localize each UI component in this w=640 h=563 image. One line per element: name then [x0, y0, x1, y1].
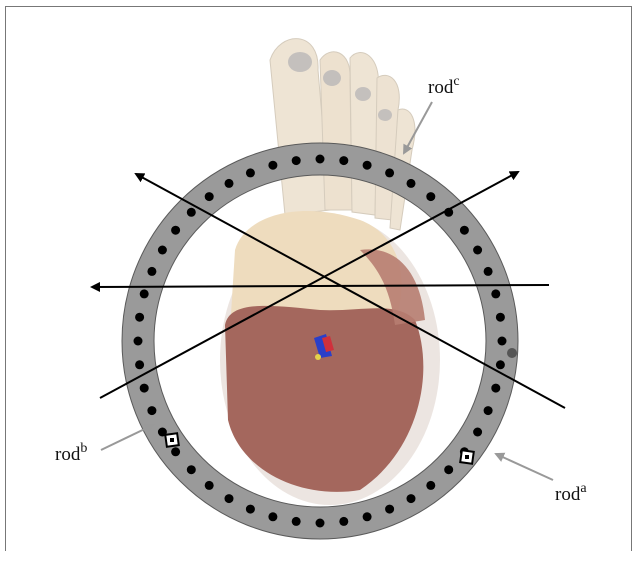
ring-dot: [268, 161, 277, 170]
ring-dot: [187, 465, 196, 474]
ring-dot: [205, 481, 214, 490]
ring-dot: [460, 226, 469, 235]
label-rod-a: roda: [555, 481, 587, 505]
ring-dot: [135, 313, 144, 322]
rod-b-marker: [165, 433, 179, 447]
ring-dot: [426, 192, 435, 201]
ring-dot: [171, 226, 180, 235]
ring-dot: [473, 428, 482, 437]
ring-dot: [363, 512, 372, 521]
ring-dot: [498, 337, 507, 346]
ring-dot: [171, 447, 180, 456]
ring-dot: [292, 517, 301, 526]
ring-dot: [158, 246, 167, 255]
ring-dot: [225, 179, 234, 188]
ring-dot: [491, 289, 500, 298]
ring-dot: [385, 505, 394, 514]
gray-rod-dot: [507, 348, 517, 358]
ring-dot: [496, 313, 505, 322]
ring-dot: [473, 246, 482, 255]
ring-dot: [496, 360, 505, 369]
ring-dot: [135, 360, 144, 369]
ring-dot: [292, 156, 301, 165]
ring-dot: [385, 168, 394, 177]
ring-dot: [339, 517, 348, 526]
ring-dot: [484, 267, 493, 276]
ring-dot: [484, 406, 493, 415]
ring-dot: [363, 161, 372, 170]
ring-dot: [246, 168, 255, 177]
ring-dot: [134, 337, 143, 346]
ring-dot: [316, 155, 325, 164]
ring-dot: [407, 494, 416, 503]
pointer-rod-b: [101, 425, 153, 450]
ring-dot: [491, 384, 500, 393]
ring-dot: [147, 267, 156, 276]
ring-dot: [140, 384, 149, 393]
label-rod-b: rodb: [55, 441, 87, 465]
toes: [270, 39, 415, 230]
ring-dot: [246, 505, 255, 514]
ring-dot: [205, 192, 214, 201]
ring-dot: [225, 494, 234, 503]
ring-dot: [187, 208, 196, 217]
ring-dot: [140, 289, 149, 298]
ring-dot: [316, 519, 325, 528]
label-rod-c: rodc: [428, 74, 460, 98]
ring-dot: [426, 481, 435, 490]
ring-dot: [444, 465, 453, 474]
foot-image: [220, 39, 440, 505]
ring-dot: [339, 156, 348, 165]
pointer-rod-a: [496, 454, 553, 480]
ring-dot: [268, 512, 277, 521]
ring-dot: [407, 179, 416, 188]
ring-dot: [147, 406, 156, 415]
rod-a-marker: [460, 450, 474, 464]
